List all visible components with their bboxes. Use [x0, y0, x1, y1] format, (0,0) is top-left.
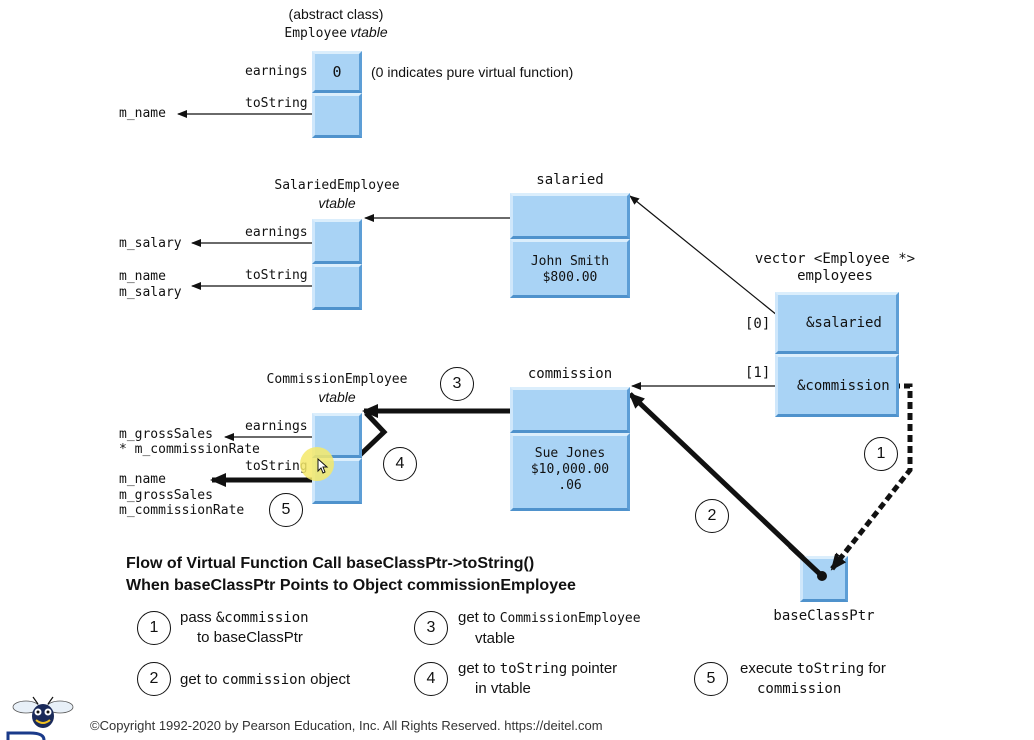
legend-s4-c: pointer [567, 660, 618, 677]
salaried-object-line1: John Smith [530, 254, 610, 269]
legend-step-1-text: pass &commission to baseClassPtr [180, 608, 309, 648]
salaried-tostring-target-1: m_name [119, 269, 166, 284]
employee-earnings-note: (0 indicates pure virtual function) [371, 64, 574, 80]
salaried-vtable-italic: vtable [318, 195, 356, 211]
employee-vtable-caption-1: (abstract class) [288, 6, 384, 22]
vector-element-0: &salaried [775, 292, 899, 354]
employee-vtable-caption-2: Employee vtable [270, 24, 402, 41]
commission-tostring-target-2: m_grossSales [119, 488, 213, 503]
commission-object-line3: .06 [558, 478, 582, 493]
employee-earnings-label: earnings [245, 64, 308, 79]
commission-tostring-label: toString [245, 459, 308, 474]
legend-s2-c: object [306, 671, 351, 688]
employee-earnings-value: 0 [332, 63, 342, 81]
arrow-step4 [358, 411, 388, 457]
commission-object-line2: $10,000.00 [530, 462, 610, 477]
legend-s3-a: get to [458, 609, 500, 626]
commission-tostring-target-1: m_name [119, 472, 166, 487]
employee-vtable-italic: vtable [350, 24, 388, 40]
vector-caption-2: employees [797, 268, 873, 284]
legend-step-4-text: get to toString pointer in vtable [458, 659, 617, 699]
base-class-ptr-cell [800, 556, 848, 602]
commission-vtable-italic: vtable [318, 389, 356, 405]
salaried-vtable-earnings-cell [312, 219, 362, 264]
employee-class-name: Employee [284, 26, 347, 41]
commission-tostring-target-3: m_commissionRate [119, 503, 245, 518]
legend-step-1-marker: 1 [137, 611, 171, 645]
step-5-marker: 5 [269, 493, 303, 527]
vector-item-0: &salaried [806, 315, 882, 331]
salaried-earnings-label: earnings [245, 225, 308, 240]
arrow-step2 [628, 392, 824, 578]
salaried-earnings-target: m_salary [119, 236, 182, 251]
employee-vtable-earnings-cell: 0 [312, 51, 362, 93]
legend-step-5-text: execute toString for commission [740, 659, 886, 699]
commission-earnings-label: earnings [245, 419, 308, 434]
legend-step-3-text: get to CommissionEmployee vtable [458, 608, 641, 649]
commission-object-line1: Sue Jones [534, 446, 606, 461]
vector-item-1: &commission [797, 378, 890, 394]
commission-earnings-target-1: m_grossSales [119, 427, 213, 442]
flow-title-line2-b: commissionEmployee [406, 577, 576, 594]
arrow-vector-0 [629, 195, 789, 325]
base-class-ptr-label: baseClassPtr [773, 608, 875, 624]
employee-tostring-label: toString [245, 96, 308, 111]
legend-s5-d: commission [757, 681, 842, 697]
commission-earnings-target-2: * m_commissionRate [119, 442, 260, 457]
employee-tostring-target: m_name [119, 106, 166, 121]
salaried-object-line2: $800.00 [542, 270, 598, 285]
salaried-object-data-cell: John Smith $800.00 [510, 239, 630, 298]
legend-s2-a: get to [180, 671, 222, 688]
legend-s5-a: execute [740, 660, 797, 677]
cursor-highlight [300, 447, 334, 481]
commission-vtable-caption-1: CommissionEmployee [266, 372, 408, 387]
step-1-marker: 1 [864, 437, 898, 471]
arrow-step1-dashed [831, 383, 913, 570]
vector-index-0: [0] [745, 316, 771, 332]
legend-s3-c: vtable [475, 630, 516, 647]
legend-s2-b: commission [221, 672, 306, 688]
vector-index-1: [1] [745, 365, 771, 381]
step-3-marker: 3 [440, 367, 474, 401]
salaried-object-vptr-cell [510, 193, 630, 239]
employee-vtable-tostring-cell [312, 93, 362, 138]
commission-object-vptr-cell [510, 387, 630, 433]
legend-s1-c: to baseClassPtr [197, 629, 303, 646]
legend-s1-b: &commission [215, 610, 309, 626]
legend-s3-b: CommissionEmployee [499, 611, 641, 626]
salaried-vtable-tostring-cell [312, 264, 362, 310]
commission-object-name: commission [527, 366, 613, 382]
legend-s4-b: toString [499, 661, 568, 677]
flow-title-line2-a: When baseClassPtr Points to Object [126, 577, 407, 594]
salaried-tostring-label: toString [245, 268, 308, 283]
commission-object-data-cell: Sue Jones $10,000.00 .06 [510, 433, 630, 511]
legend-s4-a: get to [458, 660, 500, 677]
flow-title-line2: When baseClassPtr Points to Object commi… [126, 577, 576, 595]
salaried-tostring-target-2: m_salary [119, 285, 182, 300]
salaried-object-name: salaried [536, 172, 604, 188]
vector-element-1: &commission [775, 354, 899, 417]
legend-step-5-marker: 5 [694, 662, 728, 696]
legend-step-2-text: get to commission object [180, 670, 350, 690]
legend-s5-c: for [864, 660, 886, 677]
flow-title-line1: Flow of Virtual Function Call baseClassP… [126, 555, 535, 572]
legend-s5-b: toString [796, 661, 865, 677]
copyright-text: ©Copyright 1992-2020 by Pearson Educatio… [90, 718, 603, 733]
vector-caption-1: vector <Employee *> [754, 251, 916, 267]
legend-step-3-marker: 3 [414, 611, 448, 645]
legend-step-4-marker: 4 [414, 662, 448, 696]
legend-step-2-marker: 2 [137, 662, 171, 696]
step-4-marker: 4 [383, 447, 417, 481]
legend-s4-d: in vtable [475, 680, 531, 697]
legend-s1-a: pass [180, 609, 216, 626]
step-2-marker: 2 [695, 499, 729, 533]
salaried-vtable-caption-1: SalariedEmployee [274, 178, 400, 193]
